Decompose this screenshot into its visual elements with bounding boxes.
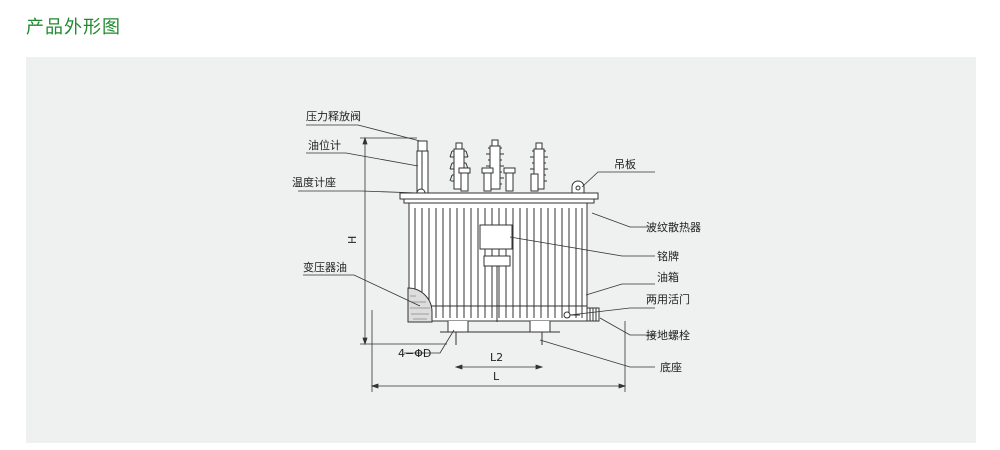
- dimension-h: H: [346, 236, 359, 244]
- label-pressure-valve: 压力释放阀: [306, 109, 361, 123]
- tank-cover-drawing: [399, 192, 599, 204]
- label-foundation-holes: 4−ΦD: [398, 347, 431, 360]
- label-ground-bolt: 接地螺栓: [646, 328, 690, 342]
- oil-cutaway-drawing: [407, 287, 433, 323]
- label-base: 底座: [660, 360, 682, 374]
- leader-lines: [298, 124, 655, 368]
- base-drawing: [440, 321, 560, 345]
- page-title: 产品外形图: [26, 17, 121, 38]
- bushing-drawings: [449, 139, 548, 192]
- pressure-valve-drawing: [416, 140, 429, 194]
- nameplate-drawing: [479, 224, 513, 322]
- lifting-plate-drawing: [571, 180, 585, 193]
- dimension-lines: [360, 136, 627, 392]
- ground-bolt-drawing: [586, 307, 600, 322]
- label-oil-gauge: 油位计: [308, 138, 341, 152]
- label-oil-tank: 油箱: [657, 270, 679, 284]
- label-thermometer-seat: 温度计座: [292, 175, 336, 189]
- label-radiator: 波纹散热器: [646, 220, 701, 234]
- label-valve: 两用活门: [646, 292, 690, 306]
- label-lifting-plate: 吊板: [614, 157, 636, 171]
- dimension-l: L: [493, 370, 500, 383]
- label-nameplate: 铭牌: [657, 249, 679, 263]
- label-transformer-oil: 变压器油: [303, 260, 347, 274]
- valve-drawing: [563, 311, 580, 319]
- dimension-l2: L2: [490, 351, 503, 364]
